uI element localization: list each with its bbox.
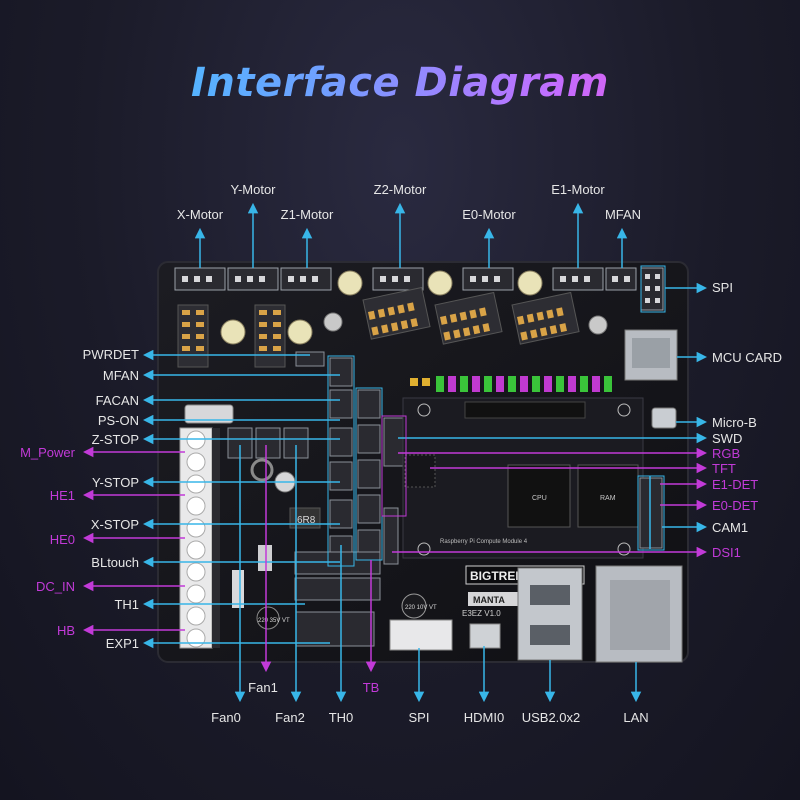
label-z-stop: Z-STOP [92, 432, 139, 447]
hdmi-port [469, 623, 501, 649]
label-th1: TH1 [114, 597, 139, 612]
mcu-card-slot [624, 329, 678, 381]
diagram-title: Interface Diagram [0, 60, 800, 106]
label-spi-right: SPI [712, 280, 733, 295]
label-cam1: CAM1 [712, 520, 748, 535]
cm4-module: CPU RAM Raspberry Pi Compute Module 4 [402, 397, 644, 559]
label-e0-motor: E0-Motor [462, 207, 516, 222]
label-m-power: M_Power [20, 445, 76, 460]
label-facan: FACAN [96, 393, 139, 408]
label-hb: HB [57, 623, 75, 638]
power-terminals [179, 427, 220, 649]
label-swd: SWD [712, 431, 742, 446]
cap-label: 220 10V VT [405, 605, 437, 611]
micro-b-port [651, 407, 677, 429]
label-th0: TH0 [329, 710, 354, 725]
label-spi-bottom: SPI [409, 710, 430, 725]
label-mfan-top: MFAN [605, 207, 641, 222]
label-mcu-card: MCU CARD [712, 350, 782, 365]
label-exp1: EXP1 [106, 636, 139, 651]
label-dsi1: DSI1 [712, 545, 741, 560]
label-y-stop: Y-STOP [92, 475, 139, 490]
capacitors [220, 270, 608, 345]
label-he1: HE1 [50, 488, 75, 503]
label-bltouch: BLtouch [91, 555, 139, 570]
pcb-board: 6R8 220 35V VT CPU RAM Raspberry Pi Comp… [157, 261, 689, 663]
label-usb: USB2.0x2 [522, 710, 581, 725]
label-e1-det: E1-DET [712, 477, 758, 492]
label-tft: TFT [712, 461, 736, 476]
mfan-connector [605, 267, 637, 291]
label-he0: HE0 [50, 532, 75, 547]
label-lan: LAN [623, 710, 648, 725]
cpu-label: CPU [532, 495, 547, 502]
version-label: E3EZ V1.0 [462, 609, 501, 618]
label-y-motor: Y-Motor [230, 182, 276, 197]
label-x-motor: X-Motor [177, 207, 224, 222]
inductor-label: 6R8 [297, 515, 316, 526]
spi-ffc-port [389, 619, 453, 651]
label-dc-in: DC_IN [36, 579, 75, 594]
label-tb: TB [363, 680, 380, 695]
cap2-label: 220 35V VT [258, 618, 290, 624]
label-e0-det: E0-DET [712, 498, 758, 513]
usb-ports [517, 567, 583, 661]
model-label: MANTA [473, 595, 505, 605]
label-mfan-left: MFAN [103, 368, 139, 383]
cm4-label: Raspberry Pi Compute Module 4 [440, 539, 528, 545]
ram-label: RAM [600, 495, 616, 502]
label-fan1: Fan1 [248, 680, 278, 695]
label-rgb: RGB [712, 446, 740, 461]
jumper-headers [410, 376, 612, 392]
label-ps-on: PS-ON [98, 413, 139, 428]
label-z2-motor: Z2-Motor [374, 182, 427, 197]
label-fan0: Fan0 [211, 710, 241, 725]
label-micro-b: Micro-B [712, 415, 757, 430]
label-x-stop: X-STOP [91, 517, 139, 532]
label-hdmi0: HDMI0 [464, 710, 504, 725]
label-pwrdet: PWRDET [83, 347, 139, 362]
lan-port [595, 565, 683, 663]
label-z1-motor: Z1-Motor [281, 207, 334, 222]
label-fan2: Fan2 [275, 710, 305, 725]
label-e1-motor: E1-Motor [551, 182, 605, 197]
